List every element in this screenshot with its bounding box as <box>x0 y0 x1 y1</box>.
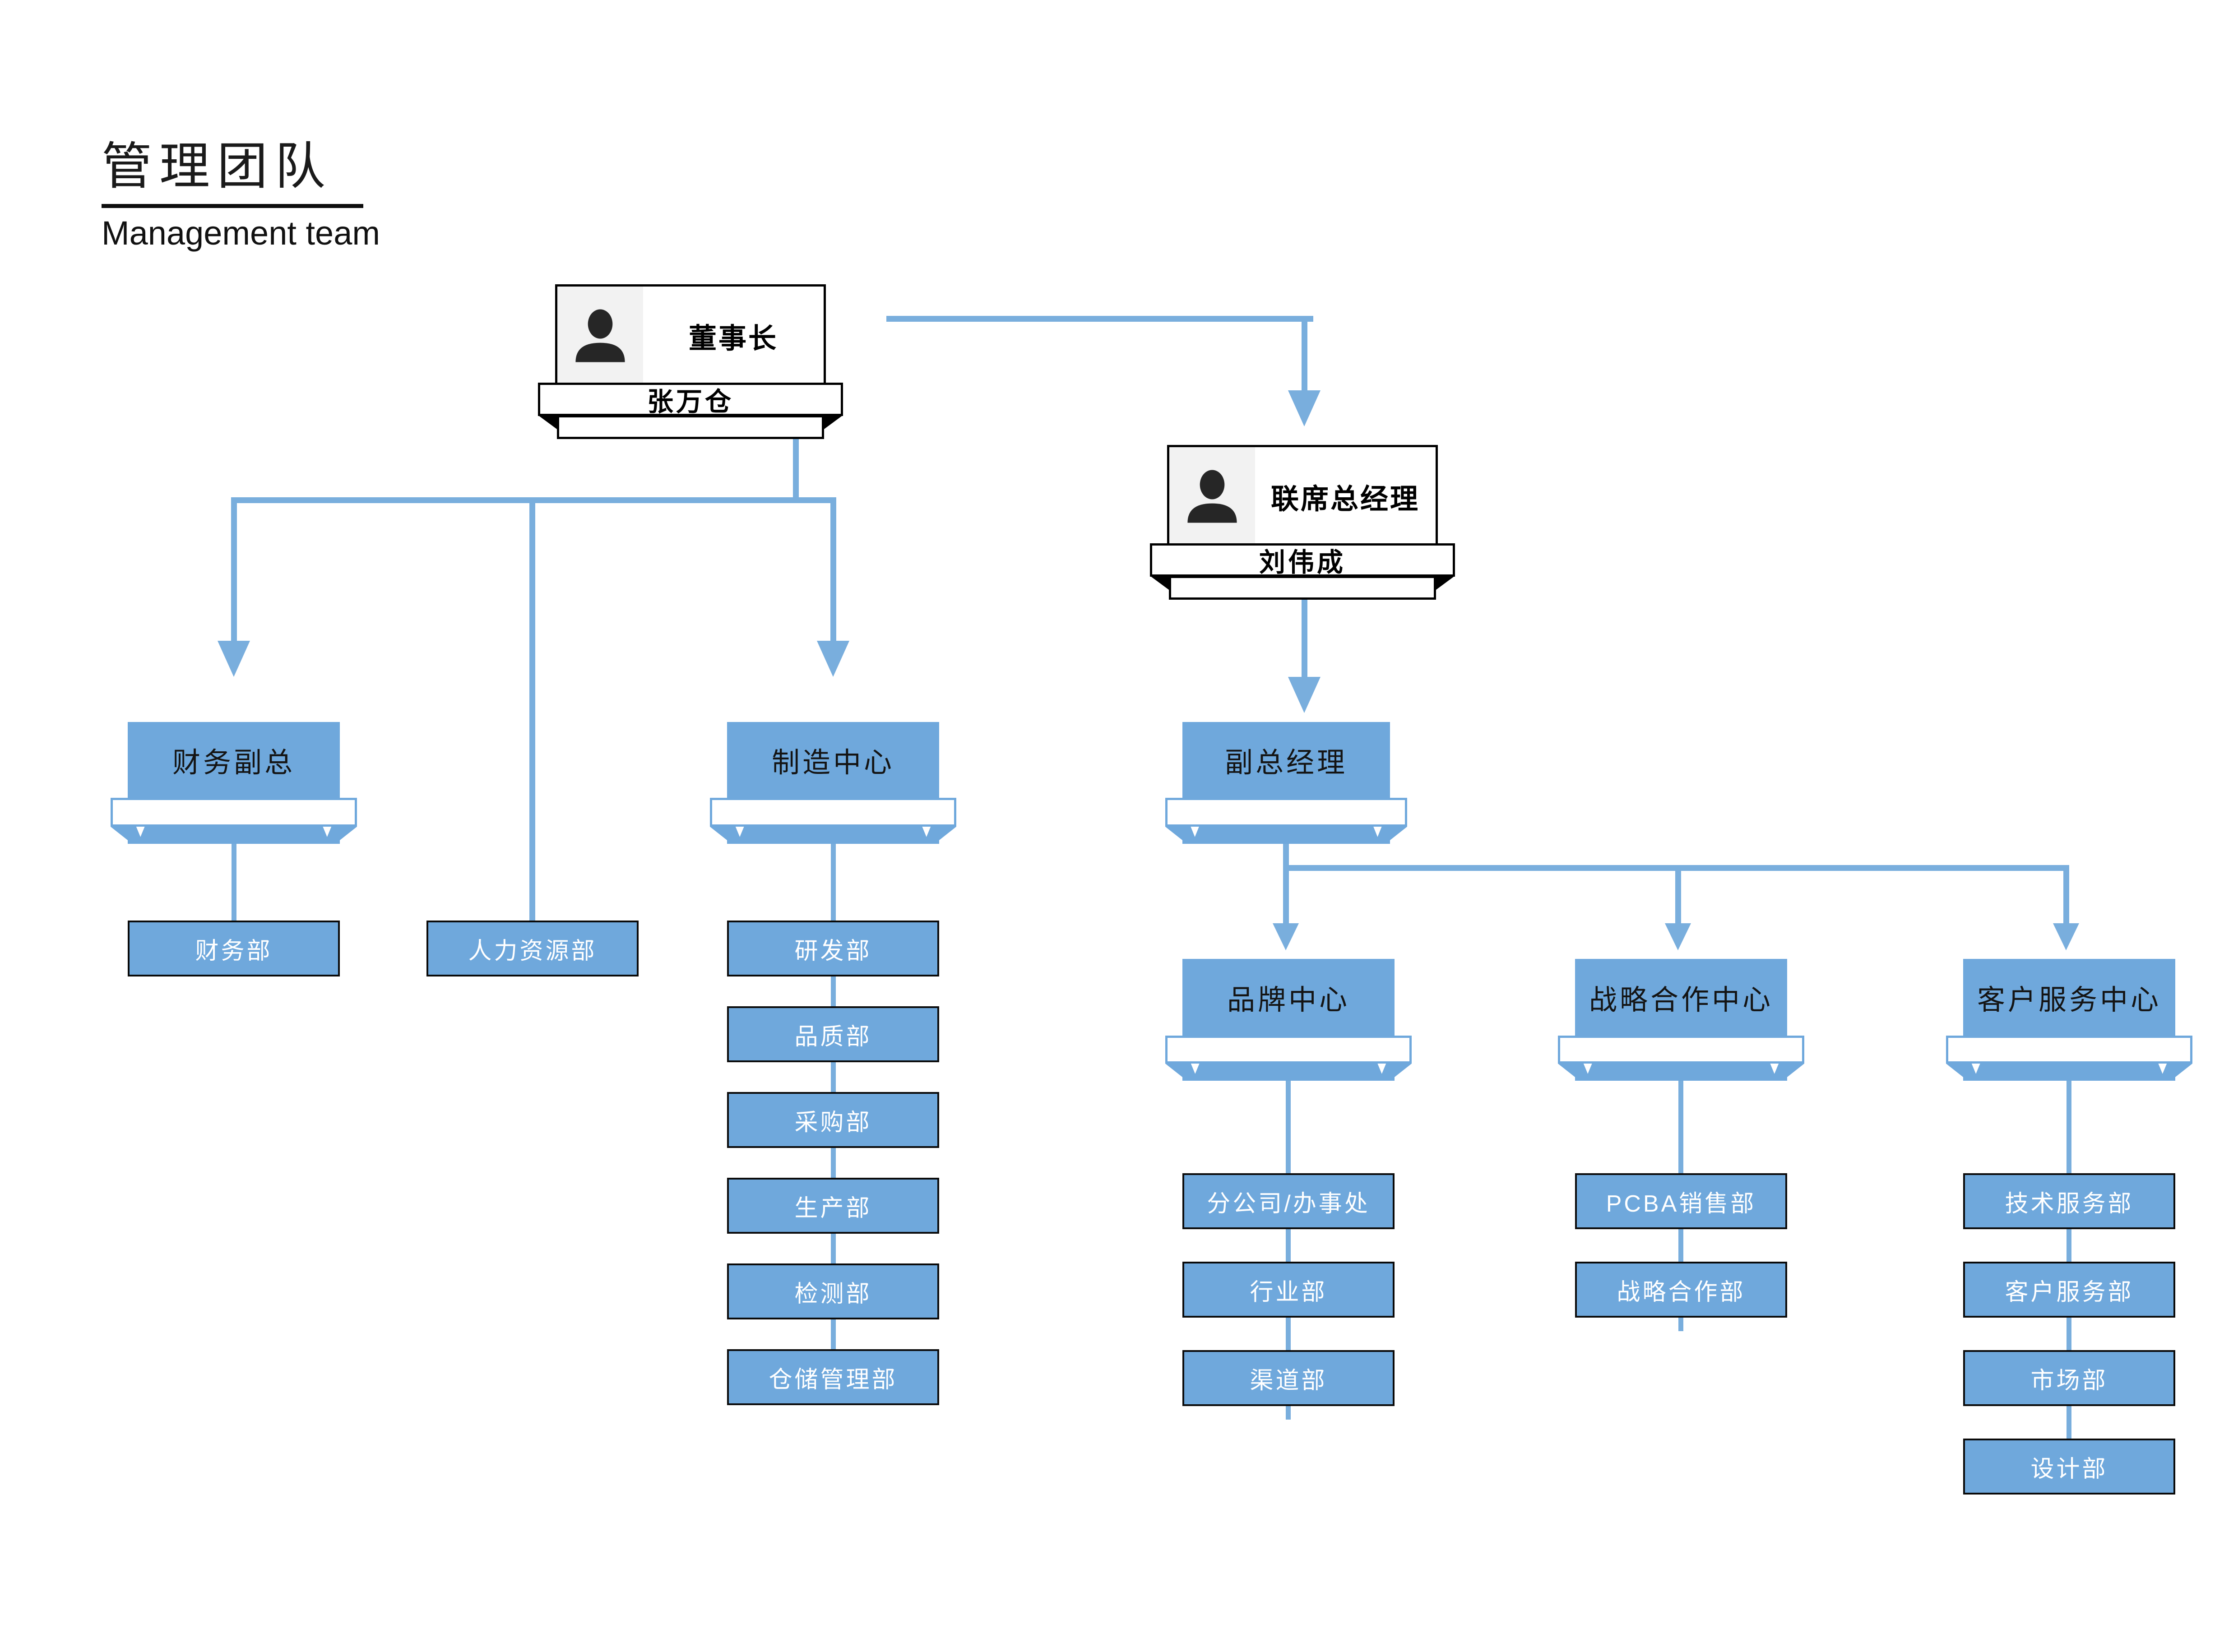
arrowhead-to-customer-center <box>2053 923 2079 950</box>
dept-design: 设计部 <box>1963 1439 2175 1495</box>
finance-vp-banner <box>111 798 357 827</box>
connector-brand-chain <box>1286 1081 1291 1420</box>
manufacturing-banner <box>710 798 956 827</box>
dept-warehouse: 仓储管理部 <box>727 1349 939 1405</box>
strategy-ribbon-tail <box>1575 1064 1787 1081</box>
deputy-gm-ribbon-tail <box>1182 827 1390 844</box>
ribbon-fold <box>1390 827 1407 840</box>
ribbon-fold <box>1395 1064 1412 1077</box>
chairman-card: 董事长 <box>555 284 826 387</box>
arrowhead-to-deputy-gm <box>1288 677 1321 713</box>
chairman-photo <box>557 287 643 385</box>
brand-banner <box>1165 1036 1412 1064</box>
ribbon-fold <box>340 827 357 840</box>
cogm-photo <box>1169 447 1255 546</box>
cogm-card: 联席总经理 <box>1167 445 1438 548</box>
arrowhead-to-manufacturing <box>817 641 849 677</box>
ribbon-fold <box>111 827 128 840</box>
ribbon-fold <box>1946 1064 1963 1077</box>
connector-to-manufacturing <box>830 503 836 641</box>
dept-tech-service: 技术服务部 <box>1963 1173 2175 1229</box>
chairman-role: 董事长 <box>688 323 778 354</box>
ribbon-fold <box>822 415 843 430</box>
connector-left-horizontal <box>231 497 836 503</box>
connector-chairman-cogm-vertical <box>1302 316 1307 390</box>
connector-deputy-brand-vertical <box>1283 844 1289 923</box>
arrowhead-to-strategy-center <box>1665 923 1691 950</box>
strategy-banner <box>1558 1036 1804 1064</box>
dept-hr: 人力资源部 <box>426 921 639 976</box>
dept-pcba-sales: PCBA销售部 <box>1575 1173 1787 1229</box>
cogm-name-banner: 刘伟成 <box>1150 543 1455 577</box>
finance-vp-ribbon-tail <box>128 827 340 844</box>
node-customer-center: 客户服务中心 <box>1963 959 2175 1036</box>
dept-inspection: 检测部 <box>727 1263 939 1319</box>
chairman-name-banner: 张万仓 <box>538 383 843 416</box>
page-subtitle: Management team <box>102 214 380 252</box>
dept-strategic-cooperation: 战略合作部 <box>1575 1262 1787 1318</box>
dept-purchasing: 采购部 <box>727 1092 939 1148</box>
ribbon-fold <box>1787 1064 1804 1077</box>
dept-customer-service: 客户服务部 <box>1963 1262 2175 1318</box>
arrowhead-to-finance-vp <box>218 641 250 677</box>
connector-chairman-drop <box>793 438 799 497</box>
dept-marketing: 市场部 <box>1963 1350 2175 1406</box>
connector-to-strategy-center <box>1675 871 1681 923</box>
ribbon-fold <box>939 827 956 840</box>
connector-financevp-financedept <box>232 844 236 921</box>
person-icon <box>575 309 625 362</box>
dept-production: 生产部 <box>727 1178 939 1234</box>
ribbon-fold <box>1434 576 1455 591</box>
node-strategy-center: 战略合作中心 <box>1575 959 1787 1036</box>
chairman-ribbon-strip <box>557 415 824 439</box>
ribbon-fold <box>1165 827 1182 840</box>
dept-quality: 品质部 <box>727 1006 939 1062</box>
ribbon-fold <box>2175 1064 2192 1077</box>
connector-to-hr <box>529 503 535 921</box>
customer-banner <box>1946 1036 2192 1064</box>
arrowhead-to-cogm <box>1288 390 1321 426</box>
ribbon-fold <box>538 415 559 430</box>
brand-ribbon-tail <box>1182 1064 1395 1081</box>
title-underline <box>102 204 363 208</box>
cogm-ribbon-strip <box>1169 576 1436 600</box>
node-brand-center: 品牌中心 <box>1182 959 1395 1036</box>
arrowhead-to-brand-center <box>1273 923 1299 950</box>
ribbon-fold <box>1558 1064 1575 1077</box>
dept-industry: 行业部 <box>1182 1262 1395 1318</box>
connector-to-customer-center <box>2063 871 2069 923</box>
connector-chairman-cogm-horizontal <box>886 316 1313 322</box>
dept-branch-office: 分公司/办事处 <box>1182 1173 1395 1229</box>
connector-customer-chain <box>2067 1081 2071 1439</box>
customer-ribbon-tail <box>1963 1064 2175 1081</box>
dept-channel: 渠道部 <box>1182 1350 1395 1406</box>
deputy-gm-banner <box>1165 798 1407 827</box>
cogm-role: 联席总经理 <box>1270 484 1420 515</box>
dept-rnd: 研发部 <box>727 921 939 976</box>
node-manufacturing-center: 制造中心 <box>727 722 939 798</box>
ribbon-fold <box>710 827 727 840</box>
ribbon-fold <box>1165 1064 1182 1077</box>
ribbon-fold <box>1150 576 1171 591</box>
page-title: 管理团队 <box>102 138 333 194</box>
connector-centers-horizontal <box>1283 865 2069 871</box>
connector-cogm-deputy <box>1302 600 1307 677</box>
node-deputy-gm: 副总经理 <box>1182 722 1390 798</box>
dept-finance: 财务部 <box>128 921 340 976</box>
manufacturing-ribbon-tail <box>727 827 939 844</box>
node-finance-vp: 财务副总 <box>128 722 340 798</box>
connector-to-finance-vp <box>231 503 237 641</box>
person-icon <box>1187 470 1237 523</box>
